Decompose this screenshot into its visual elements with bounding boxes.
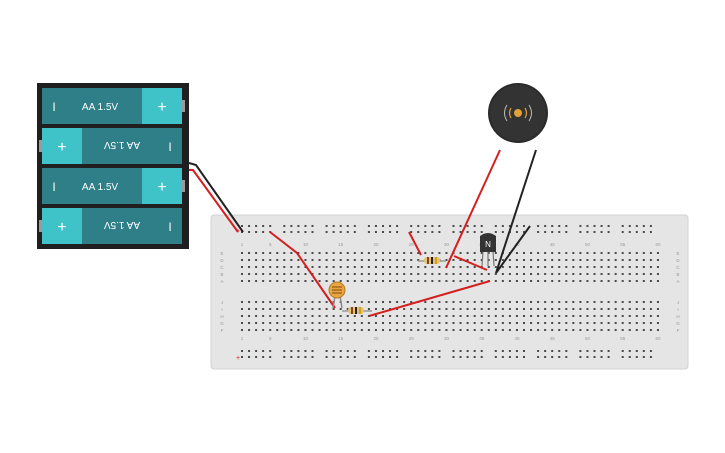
row-letter: J: [677, 300, 679, 305]
rail-plus-label-bottom: +: [236, 355, 240, 362]
row-letter: D: [676, 258, 680, 263]
column-number: 30: [444, 242, 450, 247]
row-letter: B: [676, 272, 679, 277]
column-number: 25: [409, 336, 415, 341]
row-letter: A: [220, 279, 223, 284]
battery-plus-label: +: [157, 99, 166, 116]
battery-cell-label: AA 1.5V: [104, 219, 140, 230]
column-number: 55: [620, 242, 626, 247]
row-letter: I: [677, 307, 678, 312]
column-number: 55: [620, 336, 626, 341]
column-number: 25: [409, 242, 415, 247]
column-number: 20: [373, 336, 379, 341]
red-wires[interactable]: [269, 149, 501, 317]
battery-plus-label: +: [157, 179, 166, 196]
battery-cell: + I AA 1.5V: [39, 208, 182, 244]
battery-minus-label: I: [52, 180, 55, 194]
column-number: 45: [550, 336, 556, 341]
column-number: 5: [269, 336, 272, 341]
column-number: 40: [514, 336, 520, 341]
piezo-buzzer[interactable]: [488, 83, 548, 143]
column-number: 5: [269, 242, 272, 247]
row-letter: B: [220, 272, 223, 277]
battery-cell-label: AA 1.5V: [82, 182, 118, 193]
battery-minus-label: I: [52, 100, 55, 114]
column-number: 15: [338, 242, 344, 247]
column-number: 1: [241, 336, 244, 341]
battery-pack[interactable]: + I AA 1.5V + I AA 1.5V + I AA 1.5V + I AA 1.5V: [37, 83, 189, 249]
column-number: 30: [444, 336, 450, 341]
row-letter: C: [676, 265, 680, 270]
sound-waves-icon: [504, 104, 532, 122]
column-number: 60: [655, 336, 661, 341]
row-letter: G: [676, 321, 680, 326]
row-letter: H: [676, 314, 679, 319]
battery-plus-label: +: [57, 219, 66, 236]
row-letter: F: [677, 328, 680, 333]
battery-cell-label: AA 1.5V: [82, 102, 118, 113]
row-letter: E: [676, 251, 679, 256]
breadboard-holes: [241, 225, 659, 358]
row-letter: H: [220, 314, 223, 319]
resistor-2[interactable]: [418, 257, 446, 264]
row-letter: C: [220, 265, 224, 270]
column-number: 50: [585, 242, 591, 247]
column-number: 1: [241, 242, 244, 247]
row-letter: J: [221, 300, 223, 305]
column-number: 50: [585, 336, 591, 341]
row-letter: I: [221, 307, 222, 312]
battery-wires[interactable]: [188, 162, 244, 233]
battery-minus-label: I: [168, 140, 171, 154]
battery-cell: + I AA 1.5V: [39, 128, 182, 164]
black-wires[interactable]: [495, 149, 537, 274]
npn-transistor[interactable]: N: [480, 233, 496, 267]
row-letter: F: [221, 328, 224, 333]
column-number: 20: [373, 242, 379, 247]
battery-minus-label: I: [168, 220, 171, 234]
column-number: 35: [479, 336, 485, 341]
transistor-label: N: [485, 240, 491, 249]
battery-cell: + I AA 1.5V: [42, 168, 185, 204]
row-letter: A: [676, 279, 679, 284]
battery-cell-label: AA 1.5V: [104, 139, 140, 150]
row-letter: D: [220, 258, 224, 263]
column-number: 60: [655, 242, 661, 247]
column-number: 10: [303, 336, 309, 341]
battery-plus-label: +: [57, 139, 66, 156]
column-number: 10: [303, 242, 309, 247]
resistor-1[interactable]: [342, 307, 372, 314]
column-number: 45: [550, 242, 556, 247]
photoresistor[interactable]: [328, 281, 346, 309]
row-letter: G: [220, 321, 224, 326]
row-letter: E: [220, 251, 223, 256]
column-numbers: 1155101015152020252530303535404045455050…: [220, 242, 680, 341]
column-number: 15: [338, 336, 344, 341]
battery-cell: + I AA 1.5V: [42, 88, 185, 124]
